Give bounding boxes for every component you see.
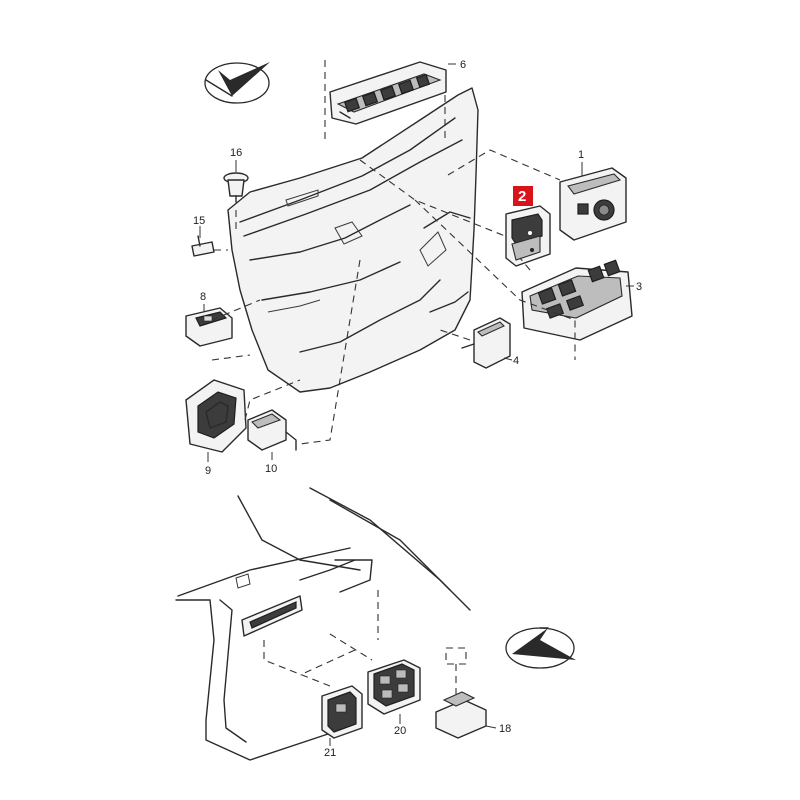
direction-compass-icon	[204, 62, 270, 104]
callout-2-badge	[513, 186, 533, 206]
part-18-switch	[435, 691, 487, 739]
part-2-window-switch	[505, 205, 551, 267]
part-9-handle-trim	[185, 379, 247, 453]
lower-door-panel	[175, 487, 471, 761]
front-door-trim-panel	[227, 87, 479, 393]
callout-labels: 6 1 2 3 4 16 15 8 9 10 18 20 21	[193, 59, 642, 759]
part-6-memory-switch	[329, 61, 447, 125]
callout-4: 4	[513, 355, 519, 367]
callout-15: 15	[193, 215, 205, 227]
assembly-lines-upper	[211, 60, 576, 445]
direction-compass-icon	[505, 627, 576, 669]
leader-lines	[199, 63, 634, 746]
callout-18: 18	[499, 723, 511, 735]
part-16-clip	[223, 172, 249, 203]
callout-3: 3	[636, 281, 642, 293]
callout-6: 6	[460, 59, 466, 71]
part-3-master-window-switch	[521, 259, 633, 341]
part-21-switch	[321, 685, 363, 739]
part-8-switch	[185, 307, 233, 347]
part-4-switch	[461, 317, 511, 369]
callout-9: 9	[205, 465, 211, 477]
callout-10: 10	[265, 463, 277, 475]
part-1-mirror-switch	[559, 167, 627, 241]
callout-8: 8	[200, 291, 206, 303]
part-20-window-switch	[367, 659, 421, 715]
callout-2: 2	[518, 188, 526, 205]
callout-16: 16	[230, 147, 242, 159]
part-15-plug	[191, 235, 215, 257]
callout-1: 1	[578, 149, 584, 161]
callout-21: 21	[324, 747, 336, 759]
part-10-switch	[247, 409, 297, 451]
assembly-lines-lower	[263, 590, 467, 700]
callout-20: 20	[394, 725, 406, 737]
